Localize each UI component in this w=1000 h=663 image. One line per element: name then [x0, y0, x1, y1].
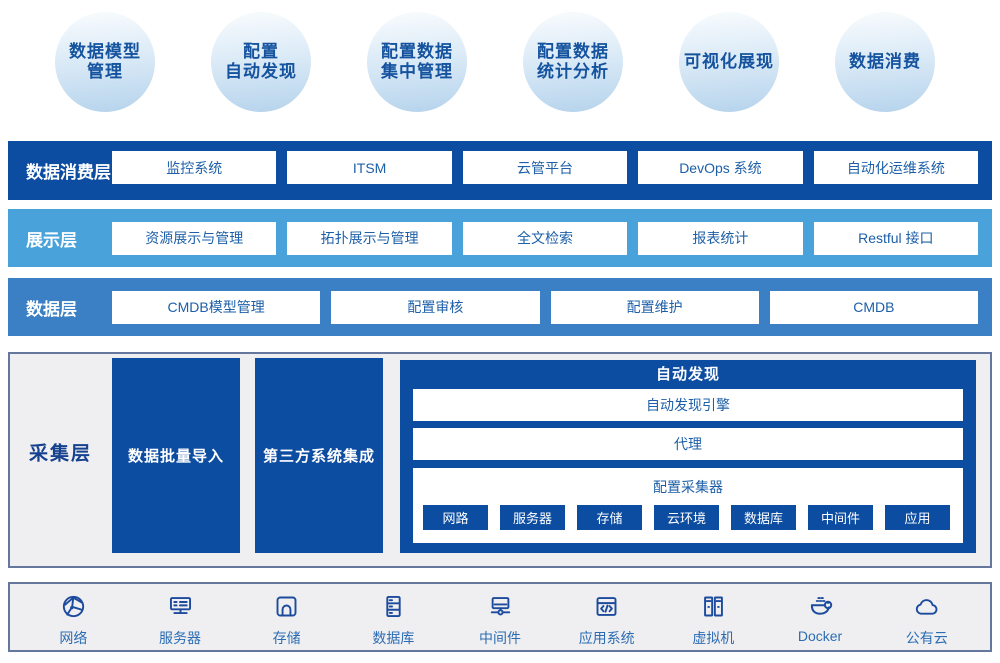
infrastructure-bar: 网络 服务器 存储 数据库 中间件 应用系统 虚拟机 Docker 公有云: [8, 582, 992, 652]
infra-label: 数据库: [372, 630, 415, 646]
collector-item: 应用: [885, 505, 950, 530]
layer-consume-items: 监控系统 ITSM 云管平台 DevOps 系统自动化运维系统: [112, 151, 979, 184]
consume-item: 监控系统: [112, 151, 277, 184]
network-icon: [62, 595, 84, 618]
vm-icon: [703, 596, 723, 617]
config-collector-label: 配置采集器: [653, 479, 723, 495]
layer-display: 展示层 资源展示与管理拓扑展示与管理全文检索报表统计 Restful 接口: [8, 209, 992, 267]
infra-label: 应用系统: [578, 630, 635, 646]
collector-item: 服务器: [500, 505, 565, 530]
data-item: CMDB: [769, 290, 978, 324]
infra-item: 中间件: [447, 593, 554, 650]
consume-item: 自动化运维系统: [813, 151, 979, 184]
infra-item: 虚拟机: [660, 593, 767, 650]
infra-label: 网络: [59, 630, 88, 646]
infra-label: 公有云: [905, 630, 948, 646]
data-item: 配置维护: [550, 290, 759, 324]
storage-icon: [276, 596, 297, 617]
infra-item: 服务器: [127, 593, 234, 650]
consume-item: DevOps 系统: [638, 151, 803, 184]
auto-discovery-title: 自动发现: [655, 366, 720, 383]
layer-data: 数据层 CMDB模型管理配置审核配置维护 CMDB: [8, 278, 992, 336]
feature-bubble: 配置数据统计分析: [523, 12, 623, 112]
auto-discovery-agent: 代理: [413, 428, 963, 460]
collector-item: 云环境: [654, 505, 719, 530]
config-collector-panel: 配置采集器 网路服务器存储云环境数据库中间件应用: [413, 468, 963, 543]
layer-display-items: 资源展示与管理拓扑展示与管理全文检索报表统计 Restful 接口: [112, 221, 979, 255]
middleware-icon: [490, 597, 510, 616]
infra-label: 服务器: [159, 630, 201, 646]
infra-item: 网络: [20, 593, 127, 650]
feature-bubble: 数据模型管理: [55, 12, 155, 112]
consume-item: ITSM: [287, 151, 452, 184]
feature-bubble: 可视化展现: [679, 12, 779, 112]
app-system-icon: [596, 597, 617, 616]
display-item: 全文检索: [462, 221, 628, 255]
infra-item: Docker: [767, 593, 874, 650]
infra-label: 存储: [272, 630, 301, 646]
infra-label: Docker: [797, 628, 843, 644]
layer-collect-label: 采集层: [29, 443, 93, 465]
layer-collect: 采集层 数据批量导入 第三方系统集成 自动发现 自动发现引擎 代理 配置采集器 …: [8, 352, 992, 568]
layer-consume-label: 数据消费层: [26, 163, 111, 182]
collector-item: 中间件: [808, 505, 873, 530]
infra-item: 数据库: [340, 593, 447, 650]
database-icon: [386, 595, 401, 618]
infra-label: 中间件: [479, 630, 522, 646]
config-collector-items: 网路服务器存储云环境数据库中间件应用: [413, 505, 963, 530]
collect-block-third-party: 第三方系统集成: [255, 358, 383, 553]
consume-item: 云管平台: [462, 151, 628, 184]
auto-discovery-engine: 自动发现引擎: [413, 389, 963, 421]
feature-bubble: 配置数据集中管理: [367, 12, 467, 112]
infra-item: 公有云: [873, 593, 980, 650]
infra-label: 虚拟机: [692, 630, 735, 646]
collector-item: 网路: [423, 505, 488, 530]
display-item: 资源展示与管理: [112, 221, 277, 255]
infra-item: 存储: [233, 593, 340, 650]
collector-item: 数据库: [731, 505, 796, 530]
docker-icon: [810, 597, 832, 615]
layer-consume: 数据消费层 监控系统 ITSM 云管平台 DevOps 系统自动化运维系统: [8, 141, 992, 200]
display-item: Restful 接口: [813, 221, 979, 255]
display-item: 报表统计: [638, 221, 803, 255]
layer-data-items: CMDB模型管理配置审核配置维护 CMDB: [112, 290, 978, 324]
infra-item: 应用系统: [553, 593, 660, 650]
layer-display-label: 展示层: [26, 230, 77, 250]
collector-item: 存储: [577, 505, 642, 530]
display-item: 拓扑展示与管理: [287, 221, 452, 255]
feature-bubble: 数据消费: [835, 12, 935, 112]
feature-bubble: 配置自动发现: [211, 12, 311, 112]
data-item: CMDB模型管理: [112, 290, 321, 324]
auto-discovery-panel: 自动发现 自动发现引擎 代理 配置采集器 网路服务器存储云环境数据库中间件应用: [400, 360, 976, 553]
feature-bubbles: 数据模型管理配置自动发现配置数据集中管理配置数据统计分析可视化展现数据消费: [55, 12, 935, 112]
data-item: 配置审核: [331, 290, 540, 324]
cloud-icon: [916, 599, 938, 615]
collect-block-batch-import: 数据批量导入: [112, 358, 240, 553]
layer-data-label: 数据层: [26, 299, 77, 319]
server-icon: [169, 597, 191, 614]
